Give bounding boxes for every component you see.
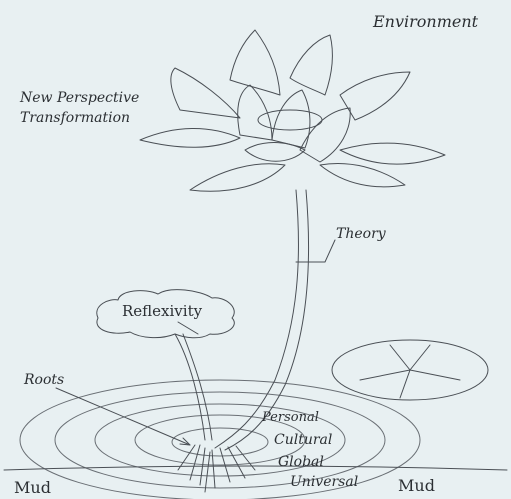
lotus-flower bbox=[140, 30, 445, 191]
label-global: Global bbox=[278, 454, 324, 470]
label-personal: Personal bbox=[262, 410, 319, 425]
label-new-perspective: New Perspective bbox=[20, 90, 139, 106]
mud-line bbox=[4, 466, 507, 470]
label-mud-right: Mud bbox=[398, 476, 435, 495]
label-mud-left: Mud bbox=[14, 478, 51, 497]
label-theory: Theory bbox=[336, 226, 386, 242]
label-cultural: Cultural bbox=[274, 432, 332, 448]
roots-cluster bbox=[178, 445, 255, 492]
lily-pad bbox=[332, 340, 488, 400]
label-transformation: Transformation bbox=[20, 110, 130, 126]
label-reflexivity: Reflexivity bbox=[122, 302, 202, 320]
reflexivity-stem bbox=[175, 334, 212, 440]
label-roots: Roots bbox=[24, 372, 64, 388]
reflexivity-leader bbox=[178, 322, 198, 334]
theory-leader bbox=[296, 240, 335, 262]
label-environment: Environment bbox=[373, 12, 478, 31]
label-universal: Universal bbox=[290, 474, 358, 490]
